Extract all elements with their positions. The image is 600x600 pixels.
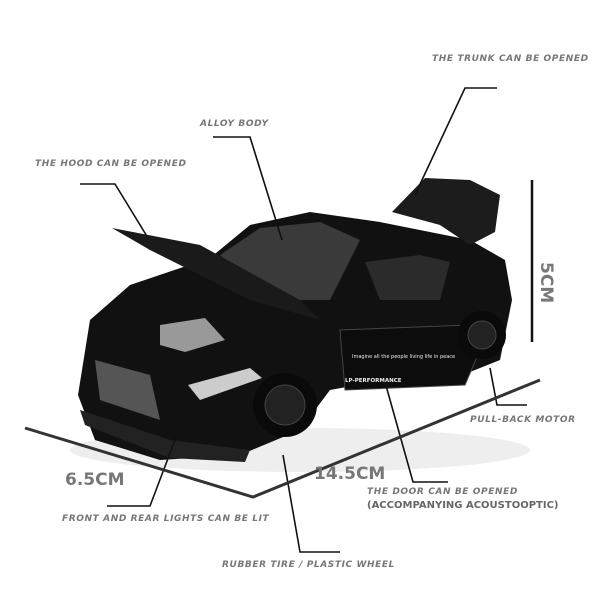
open-hood (112, 228, 320, 320)
hood-label: THE HOOD CAN BE OPENED (35, 159, 187, 169)
front-splitter (80, 410, 250, 462)
door-label: THE DOOR CAN BE OPENED (367, 487, 518, 497)
alloy-body-label: ALLOY BODY (200, 119, 269, 129)
length-label: 14.5CM (314, 464, 386, 484)
headlight (188, 368, 262, 400)
door-leader (384, 381, 448, 483)
pullback-leader (489, 367, 527, 406)
height-label: 5CM (536, 262, 556, 304)
tire-leader (282, 454, 340, 553)
engine (160, 318, 225, 352)
door-brand: LP-PERFORMANCE (345, 378, 402, 384)
dimension-lines (24, 378, 541, 499)
open-trunk (392, 178, 500, 245)
door-sublabel: (ACCOMPANYING ACOUSTOOPTIC) (367, 500, 559, 511)
door-slogan: Imagine all the people living life in pe… (352, 354, 455, 360)
trunk-label: THE TRUNK CAN BE OPENED (432, 54, 589, 64)
car-body: Imagine all the people living life in pe… (78, 178, 512, 462)
lights-leader (107, 394, 193, 507)
grille (95, 360, 160, 420)
hood-leader (80, 183, 149, 239)
open-door (339, 324, 481, 391)
tire-label: RUBBER TIRE / PLASTIC WHEEL (222, 560, 395, 570)
side-window (365, 255, 450, 300)
leader-lines (80, 87, 534, 553)
pullback-label: PULL-BACK MOTOR (470, 415, 576, 425)
lights-label: FRONT AND REAR LIGHTS CAN BE LIT (62, 514, 270, 524)
width-label: 6.5CM (65, 470, 125, 490)
trunk-leader (414, 87, 497, 196)
alloy-leader (213, 136, 283, 241)
